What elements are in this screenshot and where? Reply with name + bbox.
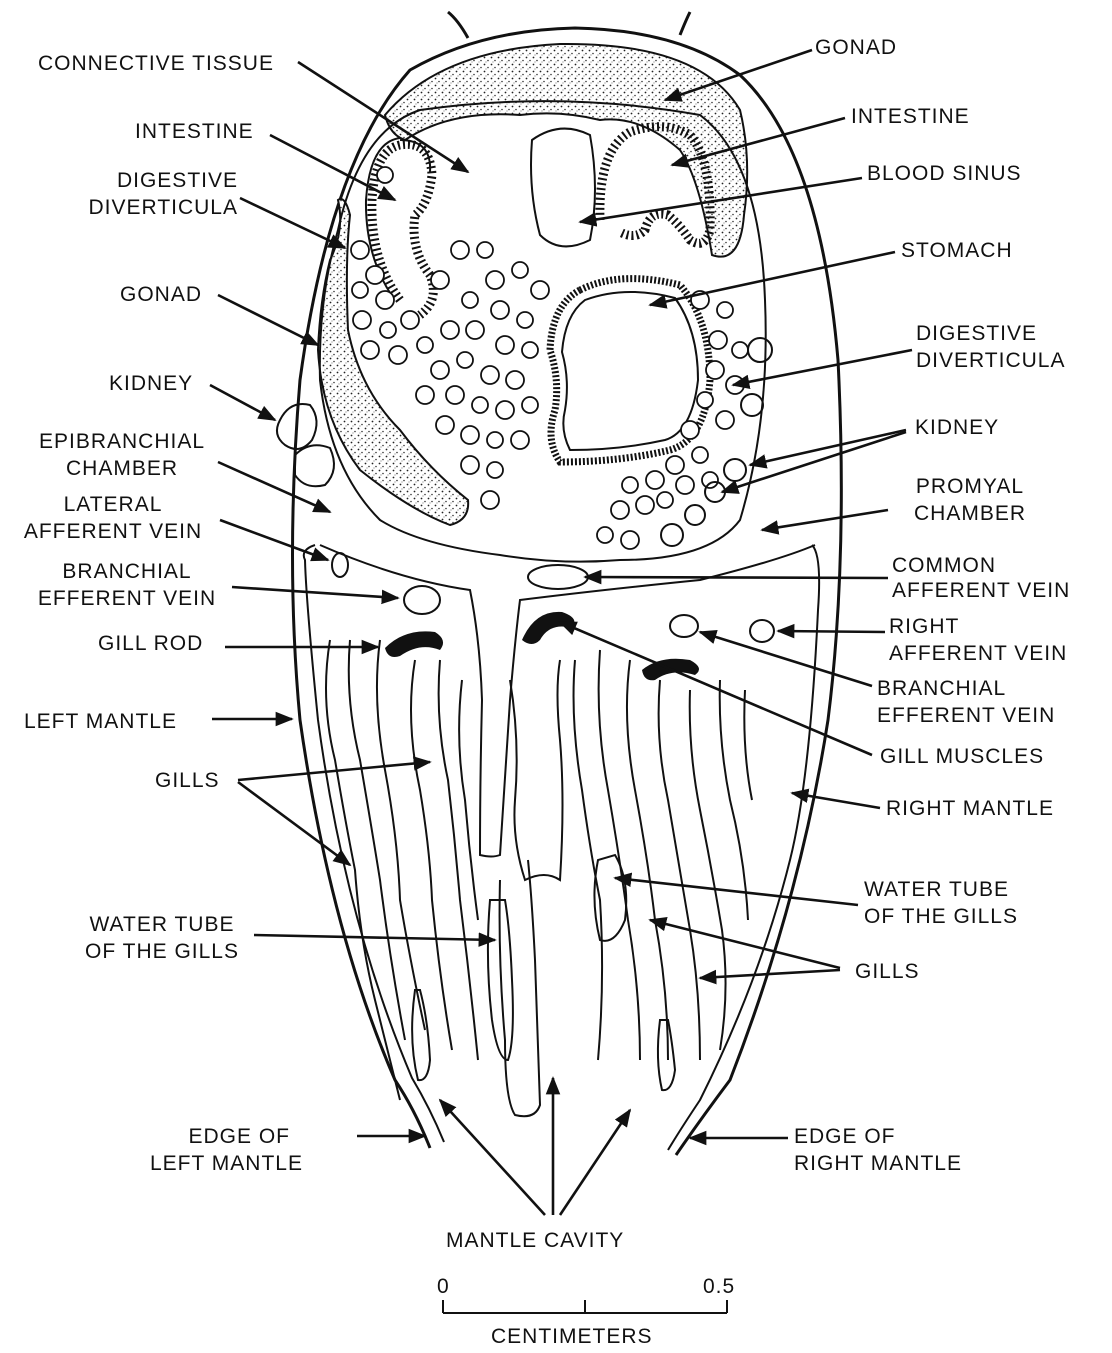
- scale-bar: [443, 1300, 727, 1313]
- gill-lamellae: [326, 640, 752, 1116]
- gill-rod-left: [385, 631, 443, 657]
- label-intestine-right: INTESTINE: [851, 103, 970, 130]
- label-left-mantle: LEFT MANTLE: [24, 708, 177, 735]
- blood-sinus: [531, 129, 595, 247]
- label-gills-left: GILLS: [155, 767, 220, 794]
- label-stomach: STOMACH: [901, 237, 1013, 264]
- label-kidney-right: KIDNEY: [915, 414, 999, 441]
- label-mantle-cavity: MANTLE CAVITY: [446, 1227, 624, 1254]
- gill-rod-center: [522, 612, 574, 644]
- label-gills-right: GILLS: [855, 958, 920, 985]
- left-horn: [448, 12, 468, 38]
- label-gill-rod: GILL ROD: [98, 630, 203, 657]
- central-septum: [320, 545, 815, 857]
- label-gonad-left: GONAD: [120, 281, 202, 308]
- label-intestine-left: INTESTINE: [135, 118, 254, 145]
- label-right-mantle: RIGHT MANTLE: [886, 795, 1054, 822]
- lateral-afferent-vein: [332, 553, 348, 577]
- scale-end-label: 0.5: [703, 1273, 735, 1300]
- label-blood-sinus: BLOOD SINUS: [867, 160, 1022, 187]
- label-kidney-left: KIDNEY: [109, 370, 193, 397]
- right-horn: [680, 12, 690, 35]
- outer-mantle-outline: [293, 28, 842, 1155]
- label-gonad-top: GONAD: [815, 34, 897, 61]
- water-tube-left-outer: [412, 990, 430, 1080]
- branchial-efferent-vein-left: [404, 586, 440, 614]
- branchial-efferent-vein-right: [670, 615, 698, 637]
- leader-lines: [210, 50, 912, 1215]
- gonad-top: [385, 44, 747, 257]
- right-afferent-vein: [750, 620, 774, 642]
- label-gill-muscles: GILL MUSCLES: [880, 743, 1044, 770]
- scale-unit-label: CENTIMETERS: [491, 1323, 653, 1350]
- common-afferent-vein: [528, 565, 588, 589]
- label-connective-tissue: CONNECTIVE TISSUE: [38, 50, 274, 77]
- scale-start-label: 0: [437, 1273, 450, 1300]
